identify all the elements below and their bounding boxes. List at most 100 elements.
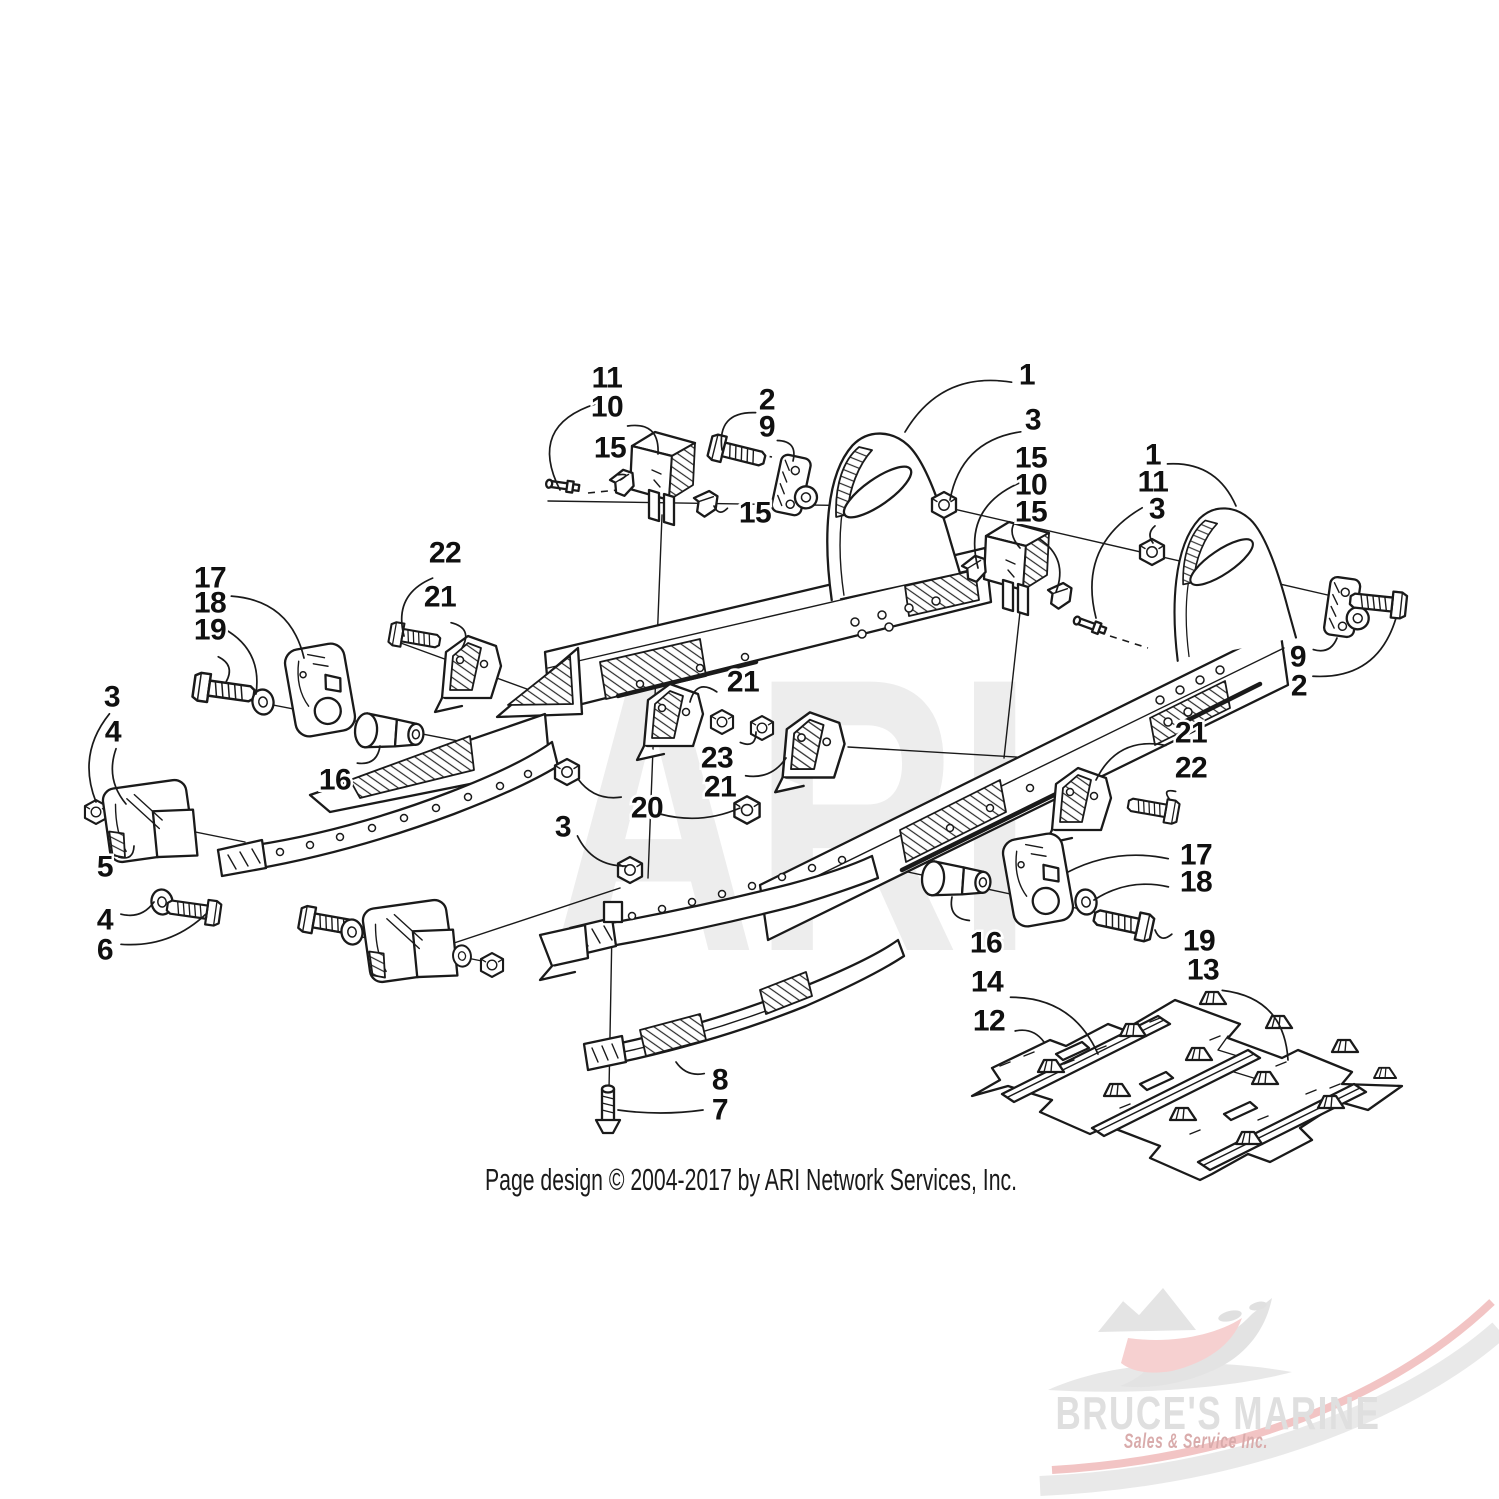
callout-2[interactable]: 2 [1288,667,1310,705]
leader-line [949,430,1022,501]
leader-line [117,845,135,859]
callout-16[interactable]: 16 [967,924,1005,962]
callout-3[interactable]: 3 [1022,401,1044,439]
callout-5[interactable]: 5 [94,848,116,886]
callout-22[interactable]: 22 [426,534,464,572]
logo-boat-hull-red [1121,1318,1242,1373]
leader-line [1154,929,1173,939]
leader-line [1011,511,1028,549]
callout-17[interactable]: 17 [1177,836,1215,874]
callout-15[interactable]: 15 [591,429,629,467]
callout-9[interactable]: 9 [1287,638,1309,676]
callout-21[interactable]: 21 [724,663,762,701]
diagram-art [83,420,1409,1182]
leader-line [1067,854,1170,873]
leader-line [111,747,127,805]
callout-19[interactable]: 19 [191,611,229,649]
callout-12[interactable]: 12 [970,1002,1008,1040]
callout-11[interactable]: 11 [1135,463,1171,501]
slide-rail-far [216,420,993,878]
part-bracket-21 [433,634,503,714]
part-bolt-19 [1090,902,1157,944]
leader-line [1312,637,1338,652]
callout-3[interactable]: 3 [1146,490,1168,528]
callout-21[interactable]: 21 [421,578,459,616]
leader-line [659,807,741,820]
leader-line [950,896,971,922]
callout-21[interactable]: 21 [701,768,739,806]
leader-line [1221,989,1289,1061]
callout-22[interactable]: 22 [1172,749,1210,787]
leader-line [675,1061,706,1075]
part-bolt-6 [164,893,223,928]
callout-10[interactable]: 10 [1012,466,1050,504]
leader-line [1009,996,1099,1055]
callout-23[interactable]: 23 [698,739,736,777]
logo-mountains [1098,1288,1196,1332]
part-bolt-19 [190,670,258,710]
callout-17[interactable]: 17 [191,559,229,597]
callout-20[interactable]: 20 [628,789,666,827]
leader-line [577,778,623,799]
callout-7[interactable]: 7 [709,1091,731,1129]
part-nut-3 [479,951,505,979]
callout-15[interactable]: 15 [1012,439,1050,477]
part-nut-20 [733,795,761,825]
callout-16[interactable]: 16 [316,761,354,799]
callout-21[interactable]: 21 [1172,714,1210,752]
logo-windshield-icon [1249,1301,1267,1311]
leader-line [356,745,381,765]
part-damper-5 [360,896,461,989]
leader-line [1165,789,1177,801]
leader-line [713,505,729,513]
callout-4[interactable]: 4 [102,713,125,751]
callout-6[interactable]: 6 [94,931,116,969]
part-nut-21 [709,708,735,736]
leader-line [120,913,207,946]
callout-3[interactable]: 3 [552,808,574,846]
callout-1[interactable]: 1 [1016,356,1038,394]
leader-line [626,424,659,455]
leader-line [548,402,598,491]
callout-10[interactable]: 10 [588,388,626,426]
callout-15[interactable]: 15 [1012,493,1050,531]
leader-line [720,411,757,451]
leader-line [904,379,1013,433]
part-slide-block-10 [628,430,697,527]
callout-4[interactable]: 4 [94,901,117,939]
part-nut-3 [616,855,644,885]
callout-19[interactable]: 19 [1180,922,1218,960]
leader-line [450,621,467,649]
dealer-logo: BRUCE'S MARINE Sales & Service Inc. [1039,1288,1499,1496]
callout-8[interactable]: 8 [709,1061,731,1099]
callout-14[interactable]: 14 [968,963,1007,1001]
callout-9[interactable]: 9 [756,408,778,446]
leader-line [120,901,155,917]
part-bushing-16 [352,711,426,753]
leader-line [776,439,795,462]
logo-mountain-gap [1123,1298,1141,1316]
callout-3[interactable]: 3 [101,678,123,716]
callout-18[interactable]: 18 [191,584,229,622]
part-wear-strip-8 [582,938,906,1072]
leader-line [1038,537,1061,593]
leader-line [1093,883,1170,901]
callout-18[interactable]: 18 [1177,863,1215,901]
callout-13[interactable]: 13 [1184,951,1222,989]
leader-line [973,482,1020,569]
part-bolt-22 [1125,791,1182,826]
callout-1[interactable]: 1 [1142,436,1164,474]
part-nut-23 [749,714,775,742]
leader-line [1166,462,1237,507]
logo-swoosh-gray [1039,1322,1499,1496]
part-nut-3 [930,490,958,520]
part-block-9 [769,452,826,521]
callout-15[interactable]: 15 [736,494,774,532]
logo-swoosh-red [1051,1299,1495,1474]
slide-rail-near [538,497,1298,982]
leader-line [617,1109,704,1114]
callout-2[interactable]: 2 [756,381,778,419]
callout-11[interactable]: 11 [589,359,625,397]
part-damper-17 [281,640,359,740]
